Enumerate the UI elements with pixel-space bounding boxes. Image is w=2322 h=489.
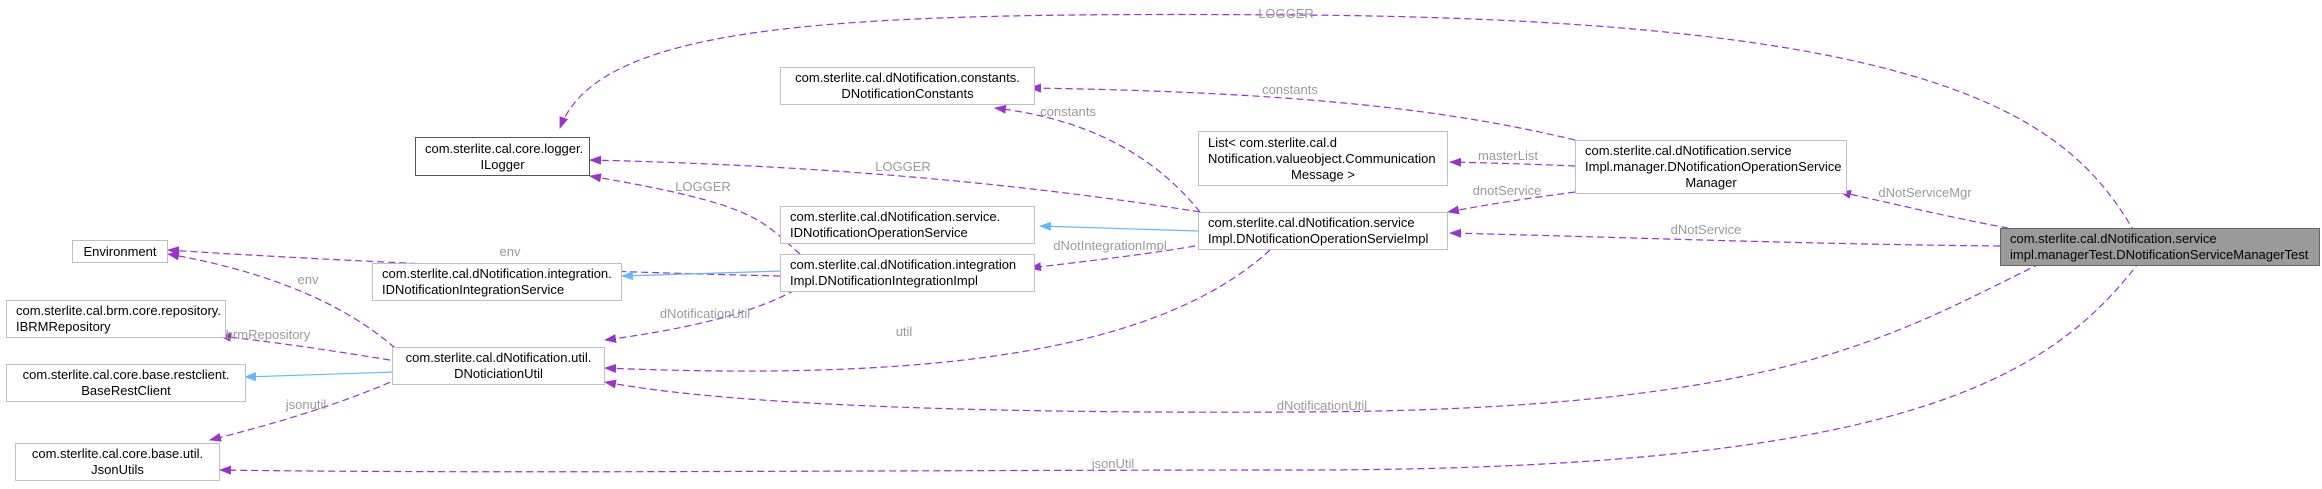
node-label: com.sterlite.cal.dNotification.integrati… [382,266,612,281]
node-iintegrationservice[interactable]: com.sterlite.cal.dNotification.integrati… [372,263,622,301]
edge-util-baserest [244,371,396,382]
node-label: Message > [1291,166,1355,182]
node-label: com.sterlite.cal.dNotification.service [1208,215,1415,230]
edge-serviceimpl-iservice [1039,221,1199,232]
edge-serviceimpl-logger [589,155,1201,213]
node-jsonutils[interactable]: com.sterlite.cal.core.base.util. JsonUti… [15,443,220,481]
node-label: com.sterlite.cal.core.base.restclient. [22,367,230,382]
edge-label-jsonutil: jsonutil [285,397,327,412]
edge-label-constants-impl: constants [1040,104,1096,119]
edge-test-util [604,253,2061,413]
edge-test-logger [559,13,2136,234]
edge-label-dnotificationutil-test: dNotificationUtil [1277,398,1367,413]
node-label: Impl.DNotificationOperationServieImpl [1208,231,1429,246]
node-dnoticiationutil[interactable]: com.sterlite.cal.dNotification.util. DNo… [392,347,605,385]
node-label: IBRMRepository [16,319,111,334]
node-label: JsonUtils [91,462,144,477]
edge-integimpl-iinteg [621,270,783,281]
edge-label-masterlist: masterList [1478,148,1538,163]
edge-serviceimpl-constants [994,104,1201,213]
edge-manager-listmsg [1449,157,1576,167]
edge-label-util-impl: util [896,324,913,339]
edge-label-dnotservicemgr: dNotServiceMgr [1878,185,1972,200]
edge-label-dnotservice: dNotService [1671,222,1742,237]
node-label: ILogger [480,156,525,172]
node-label: Impl.manager.DNotificationOperationServi… [1585,159,1842,174]
node-environment[interactable]: Environment [72,240,168,263]
node-label: com.sterlite.cal.dNotification.util. [405,350,592,365]
edge-label-brmrepository: brmRepository [226,327,311,342]
edge-test-jsonutils [219,260,2141,475]
edge-label-jsonutil-test: jsonUtil [1091,456,1135,471]
edge-integimpl-util [604,289,796,344]
node-label: IDNotificationIntegrationService [382,282,565,297]
edge-serviceimpl-integimpl [1029,245,1196,272]
edge-label-env-integ: env [500,244,521,259]
node-label: BaseRestClient [81,383,171,398]
edge-util-ibrm [219,332,391,361]
edge-util-jsonutils [209,377,401,442]
node-label: List< com.sterlite.cal.d [1208,134,1337,150]
node-ioperationservice[interactable]: com.sterlite.cal.dNotification.service. … [780,206,1035,244]
node-label: IDNotificationOperationService [790,225,968,240]
node-label: Environment [83,243,157,259]
node-label: Impl.DNotificationIntegrationImpl [790,273,978,288]
node-label: com.sterlite.cal.dNotification.service. [790,209,1001,224]
node-label: com.sterlite.cal.brm.core.repository. [16,303,221,318]
node-ilogger[interactable]: com.sterlite.cal.core.logger. ILogger [415,137,590,176]
node-label: Notification.valueobject.Communication [1208,150,1436,166]
node-label: impl.managerTest.DNotificationServiceMan… [2010,247,2309,262]
edge-label-env-util: env [298,272,319,287]
edge-label-dnotservice-manager: dnotService [1473,183,1542,198]
node-operationserviceimpl[interactable]: com.sterlite.cal.dNotification.service I… [1198,212,1448,250]
edge-label-dnotificationutil-integ: dNotificationUtil [660,306,750,321]
edge-manager-constants [1029,83,1576,141]
node-integrationimpl[interactable]: com.sterlite.cal.dNotification.integrati… [780,254,1035,292]
node-label: com.sterlite.cal.core.base.util. [31,446,204,461]
node-label: com.sterlite.cal.dNotification.service [2010,231,2217,246]
node-operationservicemanager[interactable]: com.sterlite.cal.dNotification.service I… [1575,140,1847,194]
node-label: Manager [1685,175,1737,190]
node-label: DNotificationConstants [841,86,974,101]
node-label: com.sterlite.cal.core.logger. [425,140,584,156]
edge-integimpl-logger [589,173,801,255]
edge-test-manager [1839,189,2031,233]
edge-label-constants-manager: constants [1262,82,1318,97]
edge-label-logger-top: LOGGER [1258,6,1314,21]
node-label: com.sterlite.cal.dNotification.service [1585,143,1792,158]
node-label: com.sterlite.cal.dNotification.constants… [795,70,1020,85]
node-label: com.sterlite.cal.dNotification.integrati… [790,257,1017,272]
node-servicemanagertest[interactable]: com.sterlite.cal.dNotification.service i… [2000,228,2320,266]
node-communicationmessage-list[interactable]: List< com.sterlite.cal.d Notification.va… [1198,131,1448,186]
edge-label-logger-integ: LOGGER [675,179,731,194]
edge-label-logger-impl: LOGGER [875,159,931,174]
edge-test-serviceimpl [1449,228,2001,247]
edge-manager-serviceimpl [1447,191,1576,215]
edge-serviceimpl-util [604,249,1271,373]
node-baserestclient[interactable]: com.sterlite.cal.core.base.restclient. B… [6,364,246,402]
node-dnotificationconstants[interactable]: com.sterlite.cal.dNotification.constants… [780,67,1035,105]
node-label: DNoticiationUtil [454,366,543,381]
edge-label-dnotintegrationimpl: dNotIntegrationImpl [1053,238,1167,253]
edge-util-environment [167,251,396,349]
node-ibrmrepository[interactable]: com.sterlite.cal.brm.core.repository. IB… [6,300,226,338]
